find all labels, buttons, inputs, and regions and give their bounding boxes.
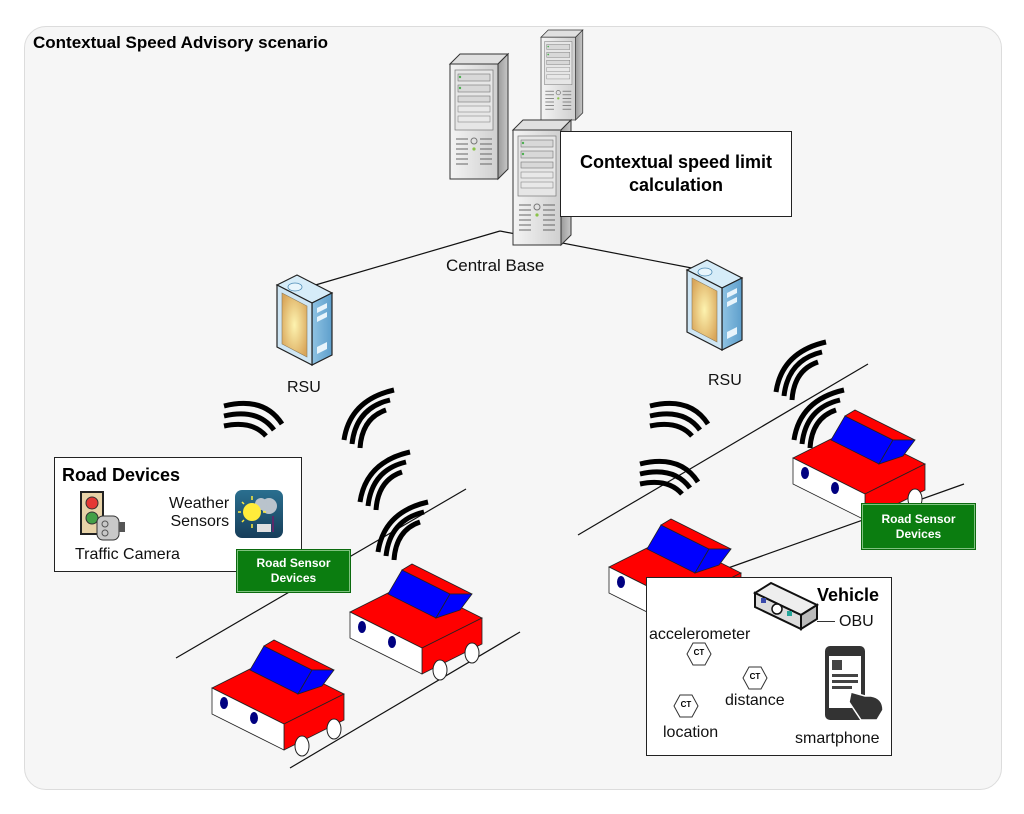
obu-label: OBU — [839, 613, 874, 630]
wireless-signal-icon — [640, 461, 698, 494]
speed-limit-calculation-box: Contextual speed limit calculation — [560, 131, 792, 217]
car-icon — [211, 639, 345, 757]
traffic-camera-label: Traffic Camera — [75, 546, 180, 563]
smartphone-label: smartphone — [795, 730, 880, 747]
location-label: location — [663, 724, 719, 741]
wireless-signal-icon — [224, 403, 282, 436]
vehicle-title: Vehicle — [817, 585, 880, 605]
vehicle-box: Vehicle OBU smartphone accelerometer dis… — [646, 577, 892, 756]
road-sensor-sign-line2: Devices — [895, 526, 942, 541]
smartphone-icon — [825, 646, 884, 721]
wireless-signal-icon — [776, 342, 826, 400]
ct-badge-text: CT — [749, 672, 761, 681]
wireless-signal-icon — [344, 390, 394, 448]
obu-device-icon — [752, 581, 820, 631]
road-devices-title: Road Devices — [62, 465, 181, 485]
central-base-label: Central Base — [446, 256, 545, 275]
wireless-signal-icon — [360, 452, 410, 510]
wireless-signal-icon — [650, 403, 708, 436]
ct-badge-text: CT — [693, 648, 705, 657]
car-icon — [349, 563, 483, 681]
link-central-rsu-left — [311, 230, 501, 287]
rsu-right-icon — [686, 259, 743, 351]
obu-connector — [817, 621, 835, 622]
server-icon — [540, 29, 584, 121]
diagram-title: Contextual Speed Advisory scenario — [33, 33, 329, 52]
distance-label: distance — [725, 692, 785, 709]
road-line — [577, 363, 869, 536]
road-sensor-sign-line2: Devices — [270, 571, 317, 585]
weather-sensors-label: Weather Sensors — [169, 495, 229, 531]
rsu-right-label: RSU — [708, 372, 742, 389]
server-icon — [449, 53, 509, 180]
rsu-left-icon — [276, 274, 333, 366]
ct-badge-text: CT — [680, 700, 692, 709]
accelerometer-label: accelerometer — [649, 626, 751, 643]
weather-sensor-icon — [235, 490, 283, 538]
road-sensor-sign-line1: Road Sensor — [256, 556, 331, 570]
road-line — [289, 631, 521, 769]
wireless-signal-icon — [378, 502, 428, 560]
rsu-left-label: RSU — [287, 379, 321, 396]
road-devices-box: Road Devices Traffic Camera Weather Sens… — [54, 457, 302, 572]
speed-limit-calculation-label: Contextual speed limit calculation — [579, 152, 773, 195]
weather-sensors-line1: Weather — [169, 495, 230, 512]
road-sensor-sign-line1: Road Sensor — [881, 511, 956, 526]
ct-badges — [673, 642, 768, 718]
weather-sensors-line2: Sensors — [170, 513, 230, 530]
traffic-camera-icon — [80, 491, 125, 541]
